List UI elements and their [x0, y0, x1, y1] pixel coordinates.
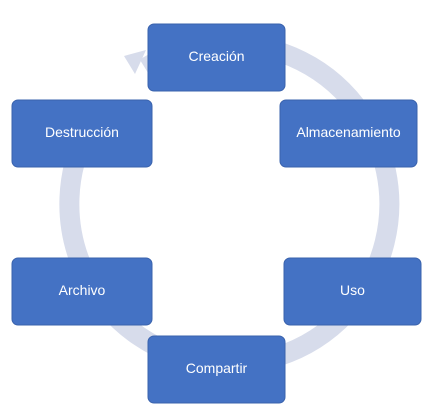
- node-archivo-label: Archivo: [59, 282, 106, 298]
- node-almacenamiento: Almacenamiento: [279, 99, 418, 168]
- node-almacenamiento-label: Almacenamiento: [296, 124, 400, 140]
- node-creacion-box: [147, 23, 286, 92]
- node-destruccion-label: Destrucción: [45, 124, 119, 140]
- node-compartir-box: [147, 335, 286, 404]
- node-uso-box: [283, 257, 422, 326]
- node-archivo: Archivo: [11, 257, 153, 326]
- node-destruccion-box: [11, 99, 153, 168]
- node-compartir: Compartir: [147, 335, 286, 404]
- node-almacenamiento-box: [279, 99, 418, 168]
- node-creacion: Creación: [147, 23, 286, 92]
- node-archivo-box: [11, 257, 153, 326]
- node-uso: Uso: [283, 257, 422, 326]
- cycle-arrowhead: [124, 50, 146, 74]
- node-uso-label: Uso: [340, 282, 365, 298]
- node-destruccion: Destrucción: [11, 99, 153, 168]
- node-creacion-label: Creación: [188, 48, 244, 64]
- node-compartir-label: Compartir: [186, 360, 248, 376]
